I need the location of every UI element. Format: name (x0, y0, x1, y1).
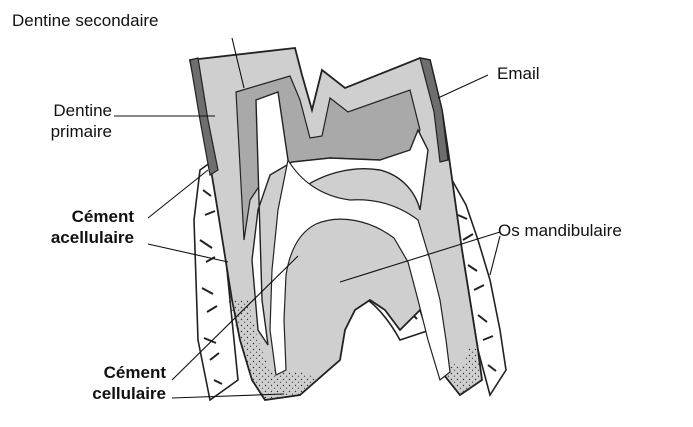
label-dentine-secondaire: Dentine secondaire (12, 10, 158, 31)
label-cement-cellulaire: Cément cellulaire (50, 362, 166, 404)
leader-os-mandibulaire-2 (490, 236, 500, 275)
label-dentine-primaire: Dentine primaire (16, 100, 112, 142)
label-cement-acellulaire: Cément acellulaire (14, 206, 134, 248)
leader-email (438, 75, 488, 98)
label-dentine-primaire-line1: Dentine (16, 100, 112, 121)
label-cement-cellulaire-line1: Cément (50, 362, 166, 383)
label-os-mandibulaire: Os mandibulaire (498, 220, 622, 241)
label-dentine-primaire-line2: primaire (16, 121, 112, 142)
label-email: Email (497, 63, 540, 84)
label-cement-acellulaire-line2: acellulaire (14, 227, 134, 248)
label-cement-acellulaire-line1: Cément (14, 206, 134, 227)
label-cement-cellulaire-line2: cellulaire (50, 383, 166, 404)
